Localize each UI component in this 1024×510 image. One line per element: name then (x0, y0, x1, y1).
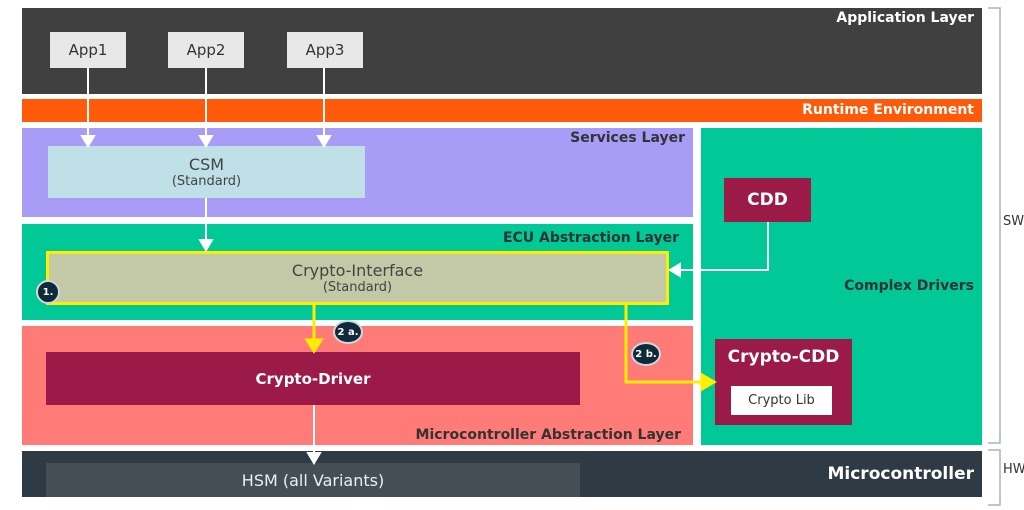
crypto-interface-title: Crypto-Interface (291, 261, 424, 280)
csm-box: CSM (Standard) (48, 146, 365, 198)
cdd-box: CDD (724, 178, 811, 222)
crypto-interface-box: Crypto-Interface (Standard) (46, 251, 669, 305)
runtime-environment-label: Runtime Environment (802, 102, 974, 118)
crypto-lib-box: Crypto Lib (731, 386, 832, 415)
sw-hw-brackets (988, 7, 1001, 506)
app2-box: App2 (168, 32, 244, 68)
app3-box: App3 (287, 32, 363, 68)
hsm-box: HSM (all Variants) (46, 463, 580, 497)
step-2b-badge: 2 b. (631, 342, 661, 366)
crypto-interface-subtitle: (Standard) (322, 280, 393, 295)
services-layer-label: Services Layer (570, 130, 685, 146)
crypto-cdd-box: Crypto-CDD Crypto Lib (715, 339, 852, 425)
csm-subtitle: (Standard) (171, 174, 242, 189)
sw-label: SW (1003, 214, 1024, 229)
hw-label: HW (1003, 462, 1024, 477)
crypto-driver-box: Crypto-Driver (46, 352, 580, 405)
mcal-layer-label: Microcontroller Abstraction Layer (415, 427, 681, 443)
crypto-cdd-title: Crypto-CDD (727, 347, 840, 367)
step-1-badge: 1. (36, 280, 60, 304)
csm-title: CSM (188, 155, 225, 174)
complex-drivers-label: Complex Drivers (844, 278, 974, 294)
arrow-2b-path (624, 305, 703, 384)
application-layer-label: Application Layer (836, 10, 974, 26)
microcontroller-label: Microcontroller (827, 464, 974, 484)
step-2a-badge: 2 a. (333, 320, 363, 344)
arrow-cdd-cryif (680, 222, 769, 271)
ecu-layer-label: ECU Abstraction Layer (502, 230, 679, 246)
app1-box: App1 (50, 32, 126, 68)
runtime-environment: Runtime Environment (22, 99, 982, 122)
